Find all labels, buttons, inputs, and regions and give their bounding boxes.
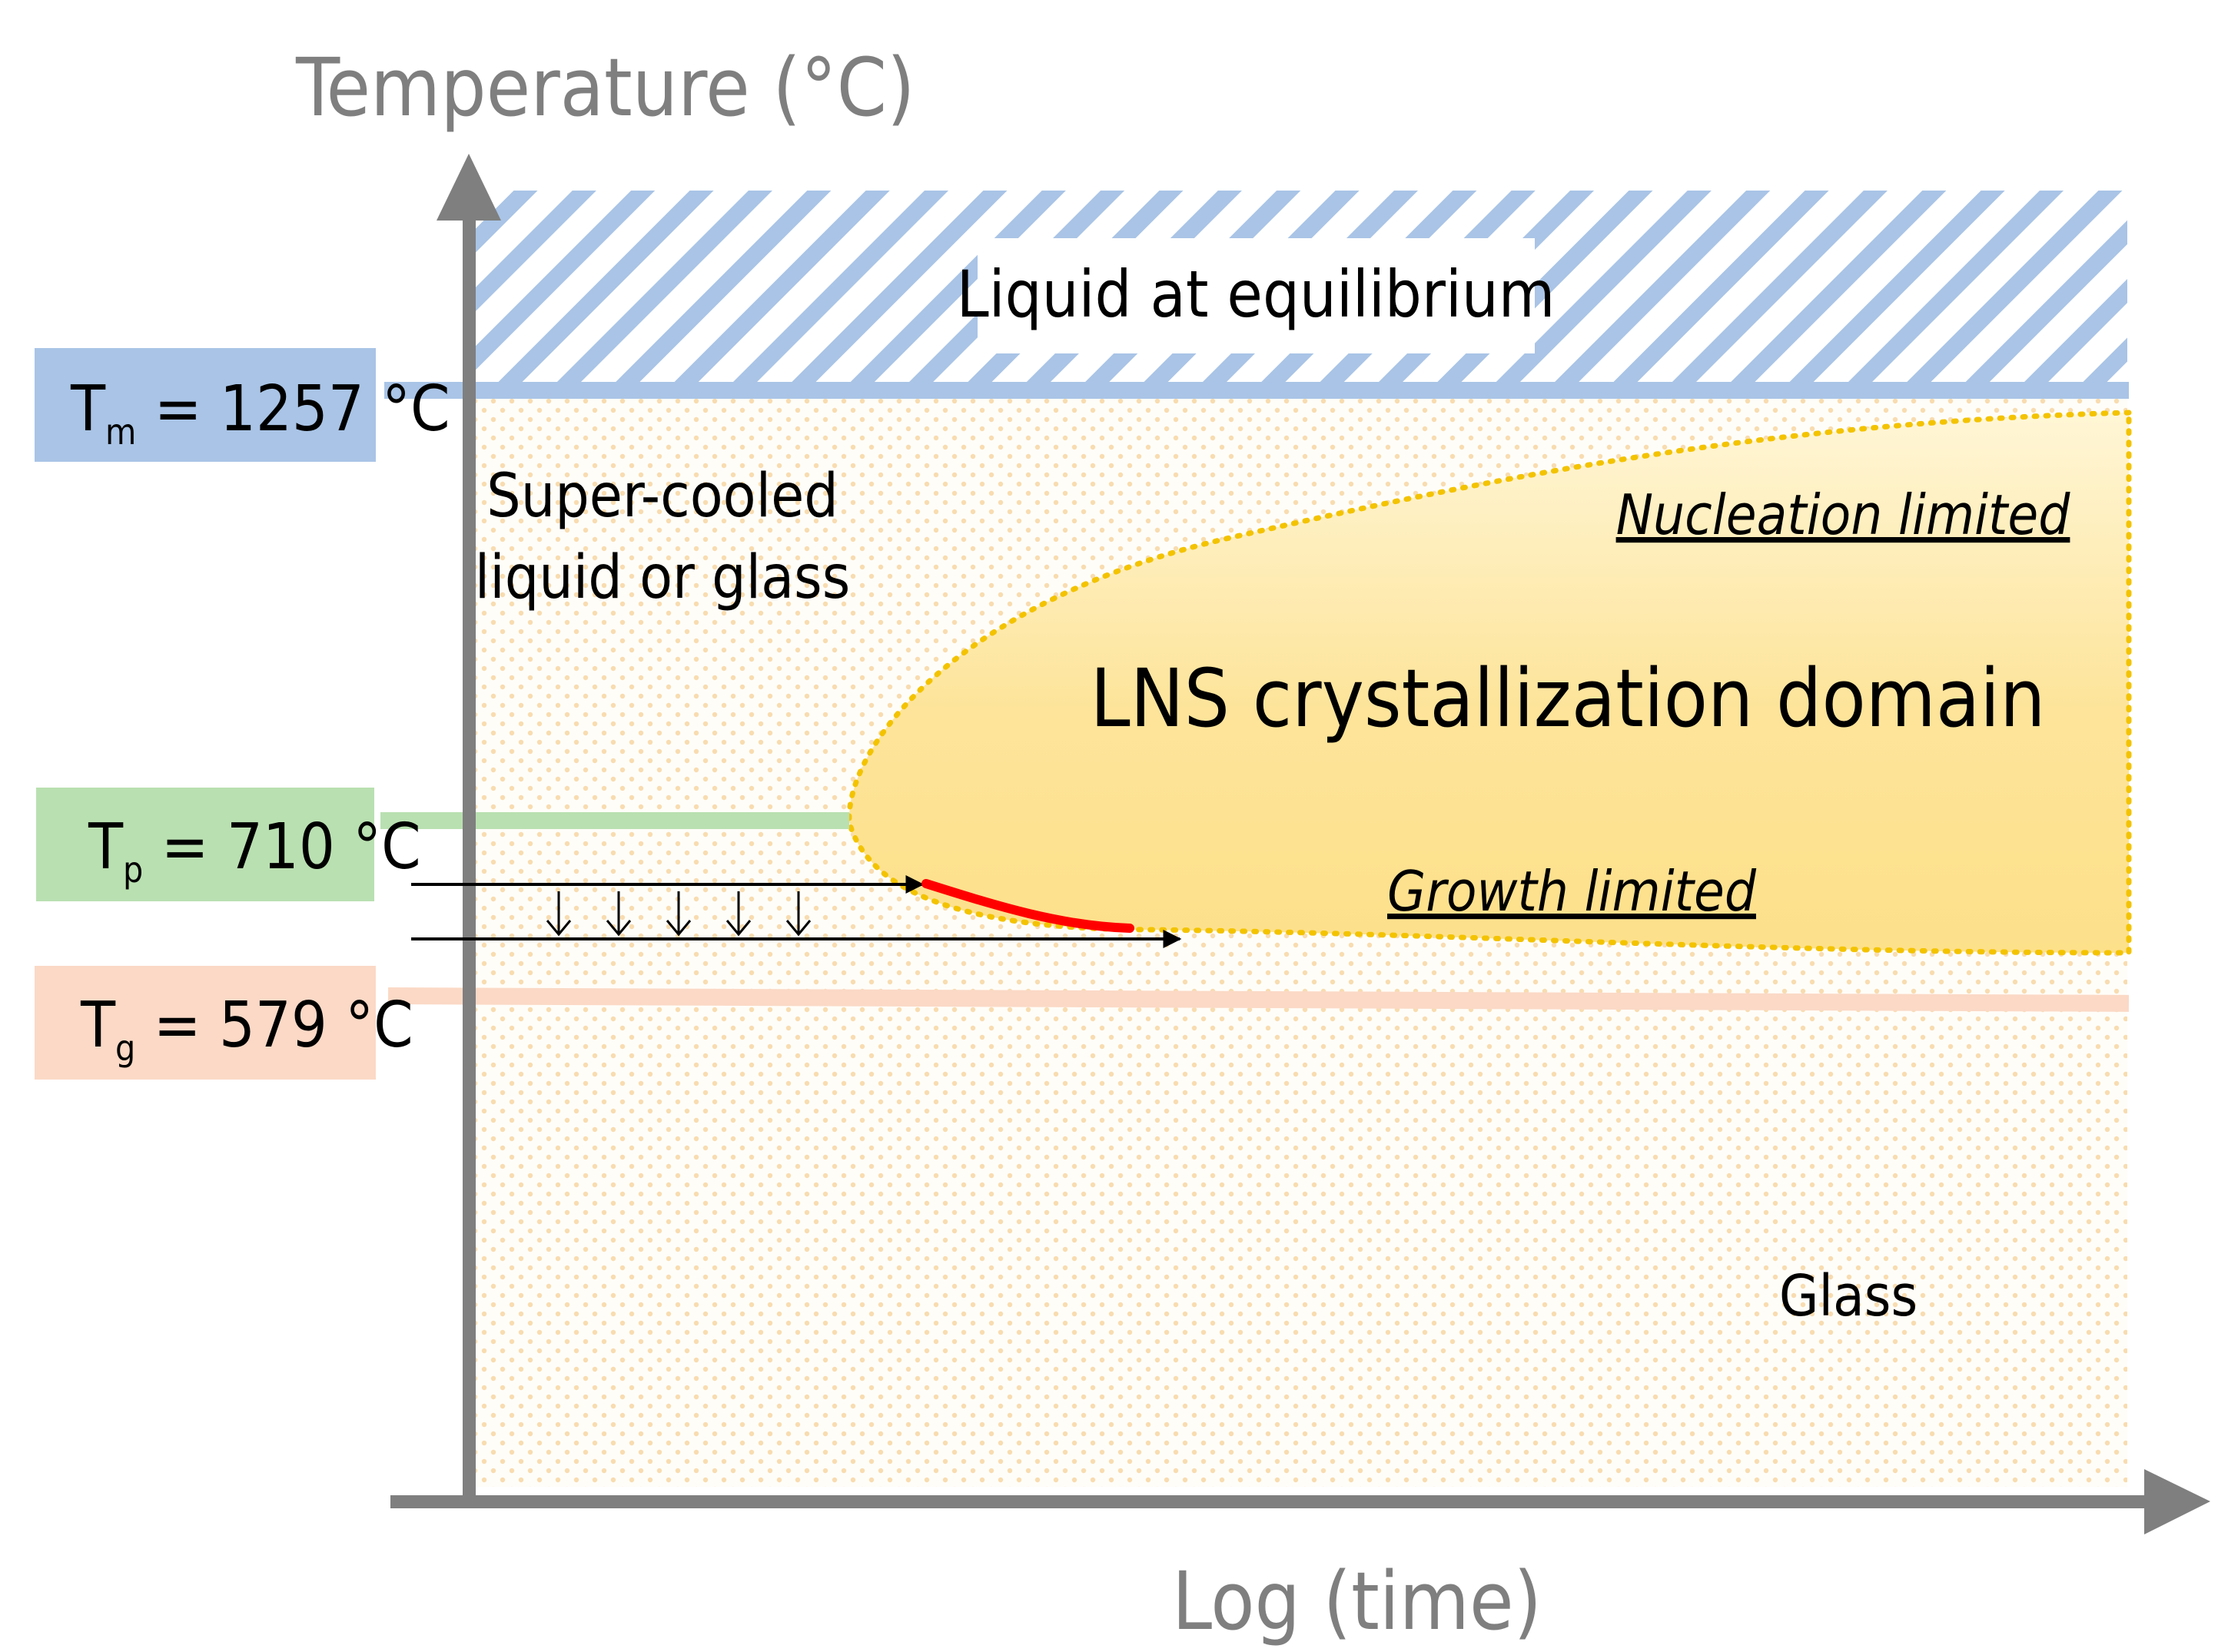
liquid-label: Liquid at equilibrium [957, 257, 1556, 332]
tg-line [387, 987, 2130, 1012]
svg-text:Tp = 710 °C: Tp = 710 °C [88, 811, 421, 891]
nucleation-label: Nucleation limited [1616, 483, 2071, 547]
tp-value: = 710 °C [143, 811, 420, 884]
tp-symbol: T [88, 811, 124, 884]
domain-label: LNS crystallization domain [1091, 652, 2046, 745]
tm-box: Tm = 1257 °C [35, 348, 450, 462]
tg-box: Tg = 579 °C [35, 966, 413, 1080]
tp-line [380, 812, 849, 829]
growth-label: Growth limited [1387, 859, 1757, 924]
tg-symbol: T [80, 989, 116, 1062]
tg-value: = 579 °C [135, 989, 413, 1062]
svg-text:Tm = 1257 °C: Tm = 1257 °C [70, 373, 450, 453]
supercooled-label-line1: Super-cooled [486, 462, 838, 531]
liquid-label-background [978, 238, 1535, 353]
x-axis-arrowhead [2144, 1469, 2210, 1534]
tm-subscript: m [105, 411, 136, 453]
tp-subscript: p [123, 849, 143, 891]
x-axis-label: Log (time) [1172, 1554, 1542, 1648]
tp-box: Tp = 710 °C [36, 788, 421, 901]
red-crystallization-path [921, 879, 1134, 933]
y-axis-label: Temperature (°C) [295, 41, 915, 134]
crystallization-domain [846, 410, 2132, 956]
tm-line [384, 382, 2129, 399]
glass-label: Glass [1779, 1263, 1918, 1329]
y-axis-arrowhead [437, 154, 501, 221]
y-axis-line [463, 204, 476, 1502]
tm-symbol: T [70, 373, 106, 446]
down-arrows [546, 891, 812, 937]
tm-value: = 1257 °C [136, 373, 450, 446]
supercooled-label-line2: liquid or glass [475, 543, 851, 612]
x-axis-line [390, 1495, 2158, 1508]
tg-subscript: g [115, 1027, 135, 1069]
svg-text:Tg = 579 °C: Tg = 579 °C [80, 989, 413, 1069]
